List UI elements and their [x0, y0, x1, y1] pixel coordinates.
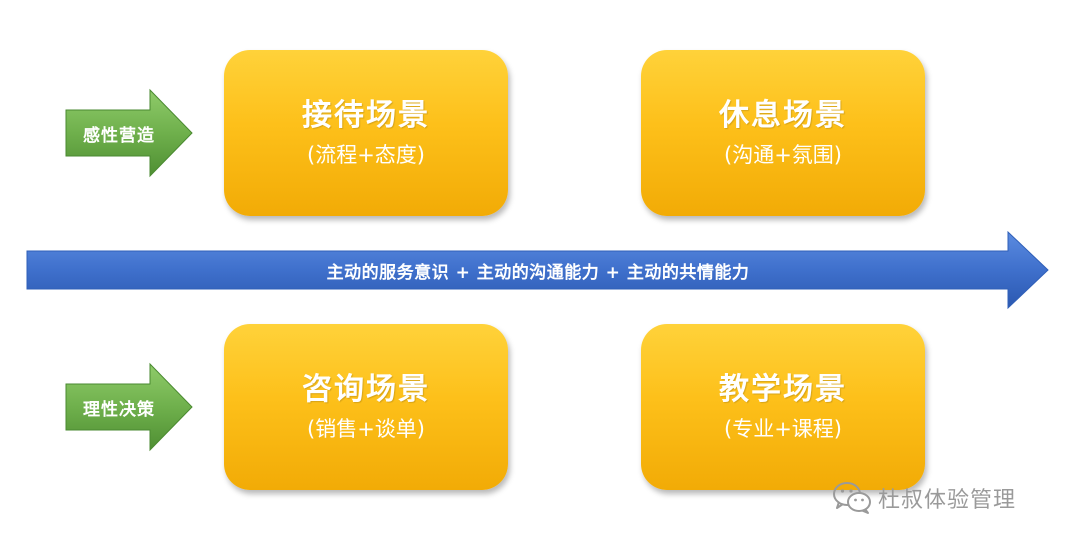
main-arrow-label: 主动的服务意识 + 主动的沟通能力 + 主动的共情能力	[326, 262, 750, 283]
teach-scene-title: 教学场景	[719, 372, 847, 407]
wechat-icon	[833, 482, 871, 514]
watermark-text: 杜叔体验管理	[878, 488, 1017, 513]
rest-scene-title: 休息场景	[719, 98, 847, 133]
emotional-arrow-label: 感性营造	[83, 125, 155, 146]
consult-scene-title: 咨询场景	[302, 372, 430, 407]
green-arrow-shape	[65, 88, 193, 178]
teach-scene-subtitle: (专业+课程)	[724, 417, 842, 441]
blue-arrow-shape	[26, 230, 1049, 310]
teach-scene-box: 教学场景 (专业+课程)	[641, 324, 925, 490]
emotional-arrow: 感性营造	[64, 88, 194, 178]
consult-scene-subtitle: (销售+谈单)	[307, 417, 425, 441]
rest-scene-box: 休息场景 (沟通+氛围)	[641, 50, 925, 216]
rest-scene-subtitle: (沟通+氛围)	[724, 143, 842, 167]
watermark: 杜叔体验管理	[832, 478, 1016, 518]
reception-scene-box: 接待场景 (流程+态度)	[224, 50, 508, 216]
rational-arrow-label: 理性决策	[83, 399, 155, 420]
green-arrow-shape	[65, 362, 193, 452]
rational-arrow: 理性决策	[64, 362, 194, 452]
main-blue-arrow: 主动的服务意识 + 主动的沟通能力 + 主动的共情能力	[26, 230, 1050, 310]
consult-scene-box: 咨询场景 (销售+谈单)	[224, 324, 508, 490]
reception-scene-title: 接待场景	[302, 98, 430, 133]
reception-scene-subtitle: (流程+态度)	[307, 143, 425, 167]
